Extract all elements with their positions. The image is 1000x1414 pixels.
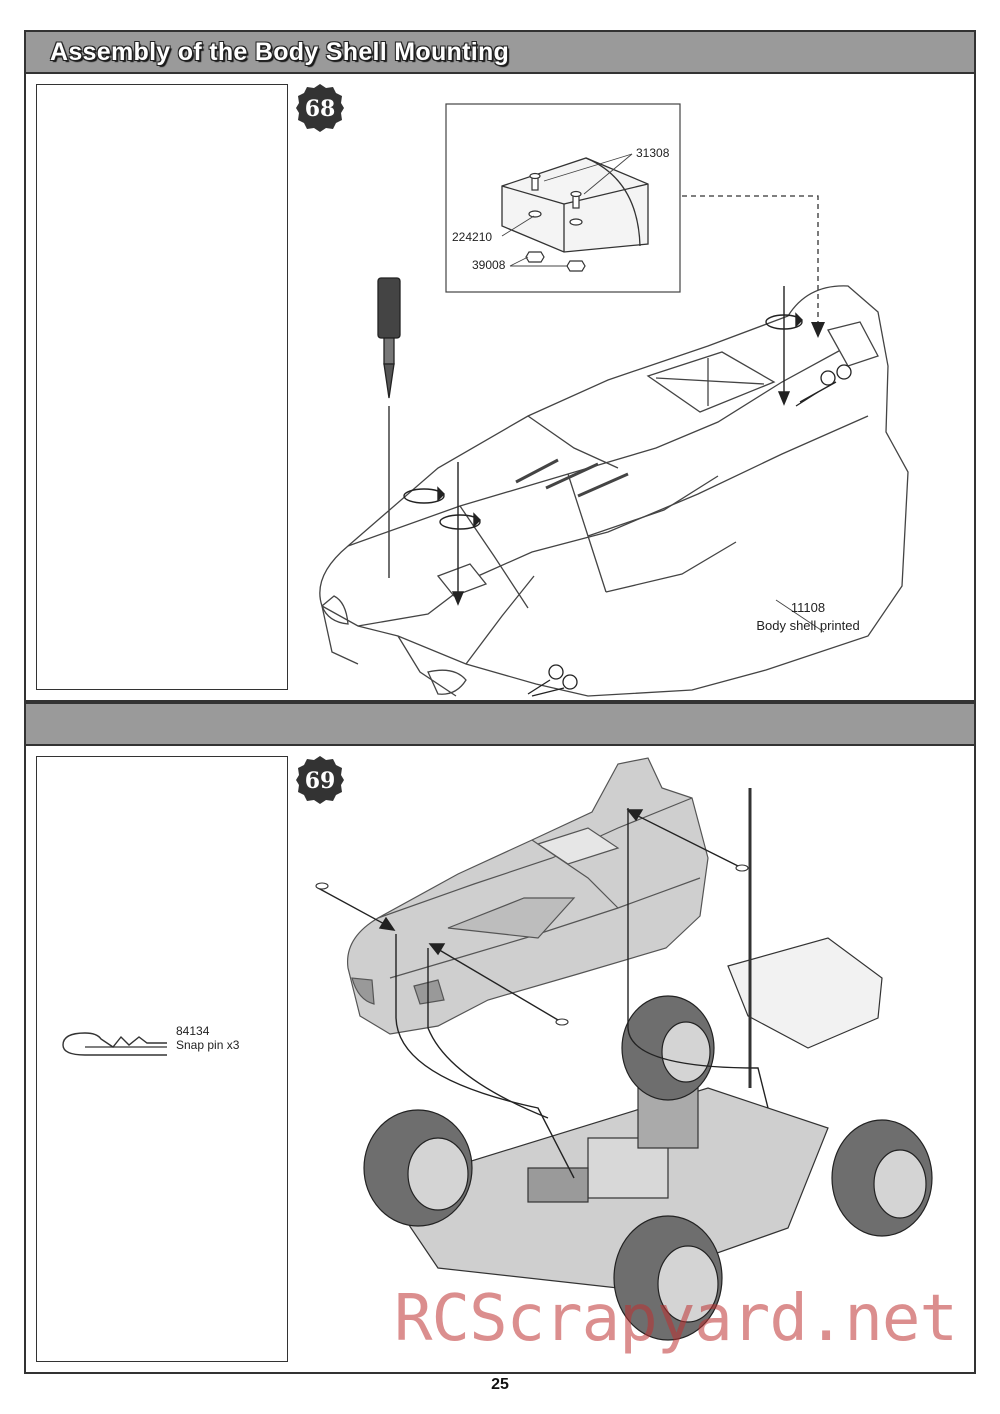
assembly-arrows [451, 286, 791, 606]
part-label-screw: 31308 [636, 146, 670, 160]
step-badge-icon: 68 [296, 84, 344, 132]
section-body-shell-install: 69 [24, 702, 976, 1374]
part-label-body-code: 11108 [790, 600, 826, 615]
tire-drawing [363, 995, 933, 1341]
parts-box [36, 84, 288, 690]
snap-pin-code: 84134 [176, 1024, 210, 1038]
section-title: Assembly of the Body Shell Mounting [50, 38, 510, 66]
section-body-shell-mounting: Assembly of the Body Shell Mounting 68 [24, 30, 976, 702]
snap-pin-qty: x3 [226, 1038, 240, 1052]
body-leader-line [775, 599, 825, 633]
step-number: 68 [305, 96, 336, 122]
snap-pin-arrows [317, 809, 739, 1021]
snap-pin-icon [62, 1032, 167, 1056]
part-label-body-name: Body shell printed [756, 618, 860, 633]
page-number: 25 [491, 1376, 509, 1393]
scissors-icon [795, 364, 852, 407]
snap-pin-label: 84134 Snap pin x3 [176, 1024, 239, 1052]
step-69-diagram: 69 [296, 756, 933, 1341]
body-shell-drawing [319, 285, 909, 697]
step-badge-icon: 69 [296, 756, 344, 804]
chassis-drawing [383, 788, 883, 1289]
section-header: Assembly of the Body Shell Mounting [26, 32, 974, 74]
body-shell-drawing [346, 757, 709, 1035]
part-label-nut: 39008 [472, 258, 506, 272]
hardware-drawing [525, 172, 586, 272]
snap-pin-icon [315, 864, 749, 1026]
rotate-arrow-icon [403, 312, 803, 530]
inset-leader-lines [501, 153, 633, 267]
snap-pin-desc: Snap pin x3 [176, 1038, 239, 1052]
part-label-washer: 224210 [452, 230, 493, 244]
snap-pin-name: Snap pin [176, 1038, 224, 1052]
step-number: 69 [305, 768, 336, 794]
parts-box [36, 756, 288, 1362]
dashed-guide-arrow [682, 195, 819, 326]
mount-guide-lines [395, 808, 769, 1179]
step-68-diagram: 68 [296, 84, 909, 697]
section-header [26, 704, 974, 746]
watermark: RCScrapyard.net [394, 1282, 958, 1356]
scissors-icon [527, 664, 578, 697]
screwdriver-icon [377, 277, 401, 578]
